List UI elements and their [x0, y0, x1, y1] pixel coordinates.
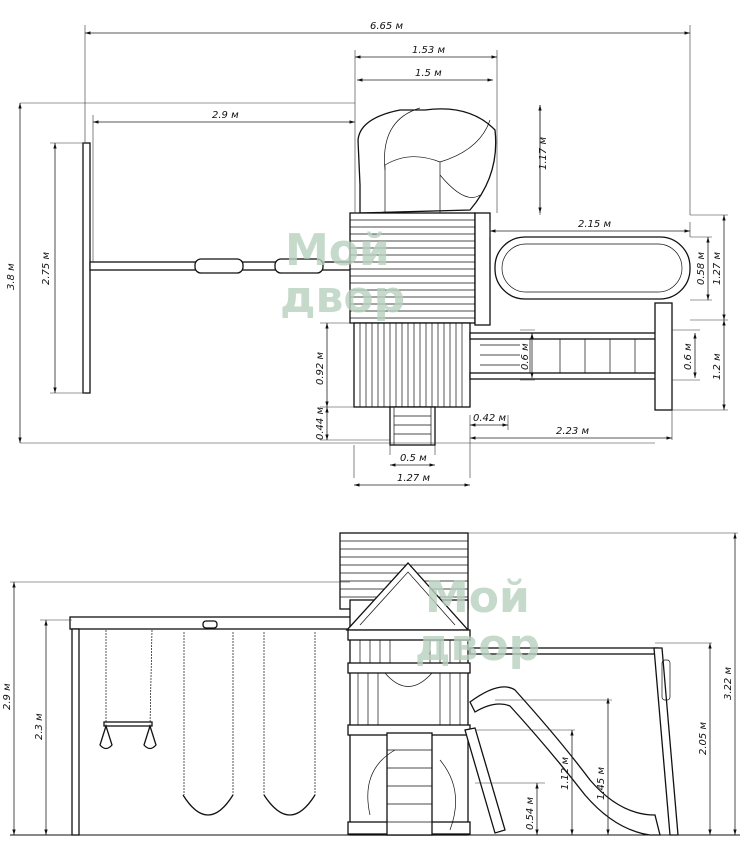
dim-tower-width: 1.27 м — [397, 473, 430, 484]
dim-slide-inner: 1.5 м — [415, 68, 442, 79]
watermark-line2: двор — [415, 620, 540, 671]
dim-monkey-bars-width: 1.2 м — [712, 353, 723, 380]
dim-deck-height-high: 1.45 м — [596, 767, 607, 800]
dim-swing-beam-height: 2.3 м — [34, 713, 45, 740]
dim-right-depth: 1.27 м — [712, 252, 723, 285]
dim-steps-depth: 0.44 м — [315, 407, 326, 440]
entry-steps-top — [389, 406, 436, 446]
watermark-logo: Мой двор Мой двор — [280, 225, 540, 671]
swing-frame-side — [69, 616, 353, 836]
wave-slide-top — [494, 236, 691, 300]
tower-roof-top — [349, 212, 491, 326]
swing-seat-top — [274, 258, 324, 274]
tower-side — [339, 532, 506, 836]
dim-total-depth: 3.8 м — [6, 263, 17, 290]
top-view: 6.65 м 1.53 м 1.5 м 2.9 м 1.17 м 3.8 м 2… — [6, 21, 728, 487]
watermark-line1: Мой — [285, 225, 390, 276]
side-view: 2.9 м 2.3 м 3.22 м 2.05 м 1.45 м 1.12 м … — [2, 532, 740, 836]
dim-monkey-bars-height: 2.05 м — [698, 722, 709, 755]
dimensions-top: 6.65 м 1.53 м 1.5 м 2.9 м 1.17 м 3.8 м 2… — [6, 21, 728, 487]
dim-wave-slide-length: 2.15 м — [578, 219, 611, 230]
watermark-line2: двор — [280, 272, 405, 323]
watermark-line1: Мой — [425, 572, 530, 623]
dim-swing-total-height: 2.9 м — [2, 683, 13, 710]
dim-wave-slide-width: 0.58 м — [696, 252, 707, 285]
spiral-slide-top — [357, 107, 497, 214]
monkey-bars-side — [469, 647, 679, 836]
dim-total-width: 6.65 м — [370, 21, 403, 32]
dim-slide-outer: 1.53 м — [412, 45, 445, 56]
dim-monkey-bars-length: 2.23 м — [556, 426, 589, 437]
dim-ladder-width: 0.6 м — [520, 343, 531, 370]
monkey-bars-top — [469, 302, 673, 411]
tower-deck-top — [353, 322, 471, 408]
dim-spiral-depth: 1.17 м — [538, 137, 549, 170]
dim-total-height: 3.22 м — [723, 667, 734, 700]
swing-seat-top — [194, 258, 244, 274]
dim-steps-width: 0.5 м — [400, 453, 427, 464]
dimensions-side: 2.9 м 2.3 м 3.22 м 2.05 м 1.45 м 1.12 м … — [2, 532, 738, 835]
swing-frame-top — [82, 142, 91, 394]
dim-step-height: 0.54 м — [525, 797, 536, 830]
dim-swing-beam: 2.9 м — [212, 110, 239, 121]
dim-offset: 0.42 м — [473, 413, 506, 424]
dim-ladder-width-right: 0.6 м — [683, 343, 694, 370]
dim-deck-height-low: 1.12 м — [560, 757, 571, 790]
dim-swing-frame-depth: 2.75 м — [41, 252, 52, 285]
dim-deck-depth: 0.92 м — [315, 352, 326, 385]
wave-slide-side — [469, 686, 661, 836]
